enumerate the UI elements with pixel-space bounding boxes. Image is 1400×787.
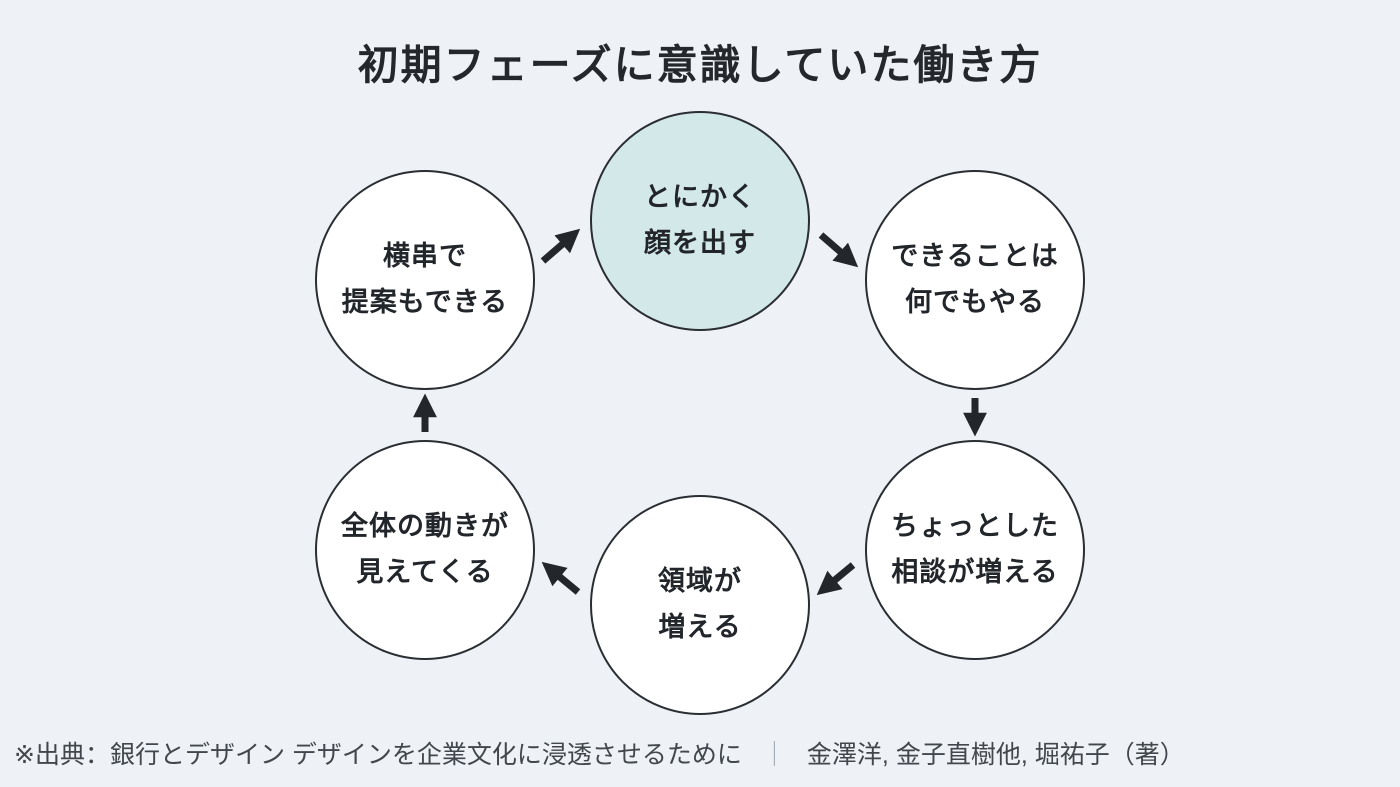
node-label-line: 顔を出す	[644, 228, 756, 258]
node-domains-increase: 領域が 増える	[590, 495, 810, 715]
node-label-line: 提案もできる	[341, 287, 509, 317]
node-label-line: できることは	[891, 241, 1059, 272]
arrow-cross-proposals-to-show-up	[540, 228, 581, 264]
node-label-line: 全体の動きが	[341, 511, 509, 542]
node-show-up: とにかく 顔を出す	[590, 111, 810, 331]
node-see-whole-movement: 全体の動きが 見えてくる	[315, 440, 535, 660]
node-label-line: ちょっとした	[891, 511, 1059, 542]
node-domains-increase-label: 領域が 増える	[658, 559, 742, 651]
source-text: ※出典：銀行とデザイン デザインを企業文化に浸透させるために	[14, 741, 742, 769]
node-label-line: 増える	[658, 612, 742, 642]
node-show-up-label: とにかく 顔を出す	[644, 175, 756, 267]
node-cross-proposals-label: 横串で 提案もできる	[342, 234, 508, 326]
authors-text: 金澤洋, 金子直樹他, 堀祐子（著）	[806, 741, 1185, 769]
separator-bar: ｜	[761, 741, 787, 769]
node-do-anything-label: できることは 何でもやる	[891, 234, 1058, 326]
node-do-anything: できることは 何でもやる	[865, 170, 1085, 390]
node-label-line: とにかく	[644, 182, 756, 213]
node-label-line: 見えてくる	[356, 557, 494, 587]
node-cross-proposals: 横串で 提案もできる	[315, 170, 535, 390]
node-label-line: 横串で	[382, 241, 467, 272]
node-consultations-increase: ちょっとした 相談が増える	[865, 440, 1085, 660]
node-label-line: 領域が	[658, 566, 742, 597]
arrow-domains-to-see-whole	[541, 561, 581, 595]
node-label-line: 何でもやる	[905, 287, 1045, 317]
node-see-whole-movement-label: 全体の動きが 見えてくる	[341, 504, 509, 596]
arrow-consultations-to-domains	[816, 562, 856, 596]
arrow-show-up-to-do-anything	[818, 232, 859, 268]
page-title: 初期フェーズに意識していた働き方	[357, 42, 1043, 88]
node-label-line: 相談が増える	[891, 557, 1059, 587]
node-consultations-increase-label: ちょっとした 相談が増える	[891, 504, 1059, 596]
source-citation: ※出典：銀行とデザイン デザインを企業文化に浸透させるために ｜ 金澤洋, 金子…	[14, 735, 1185, 771]
